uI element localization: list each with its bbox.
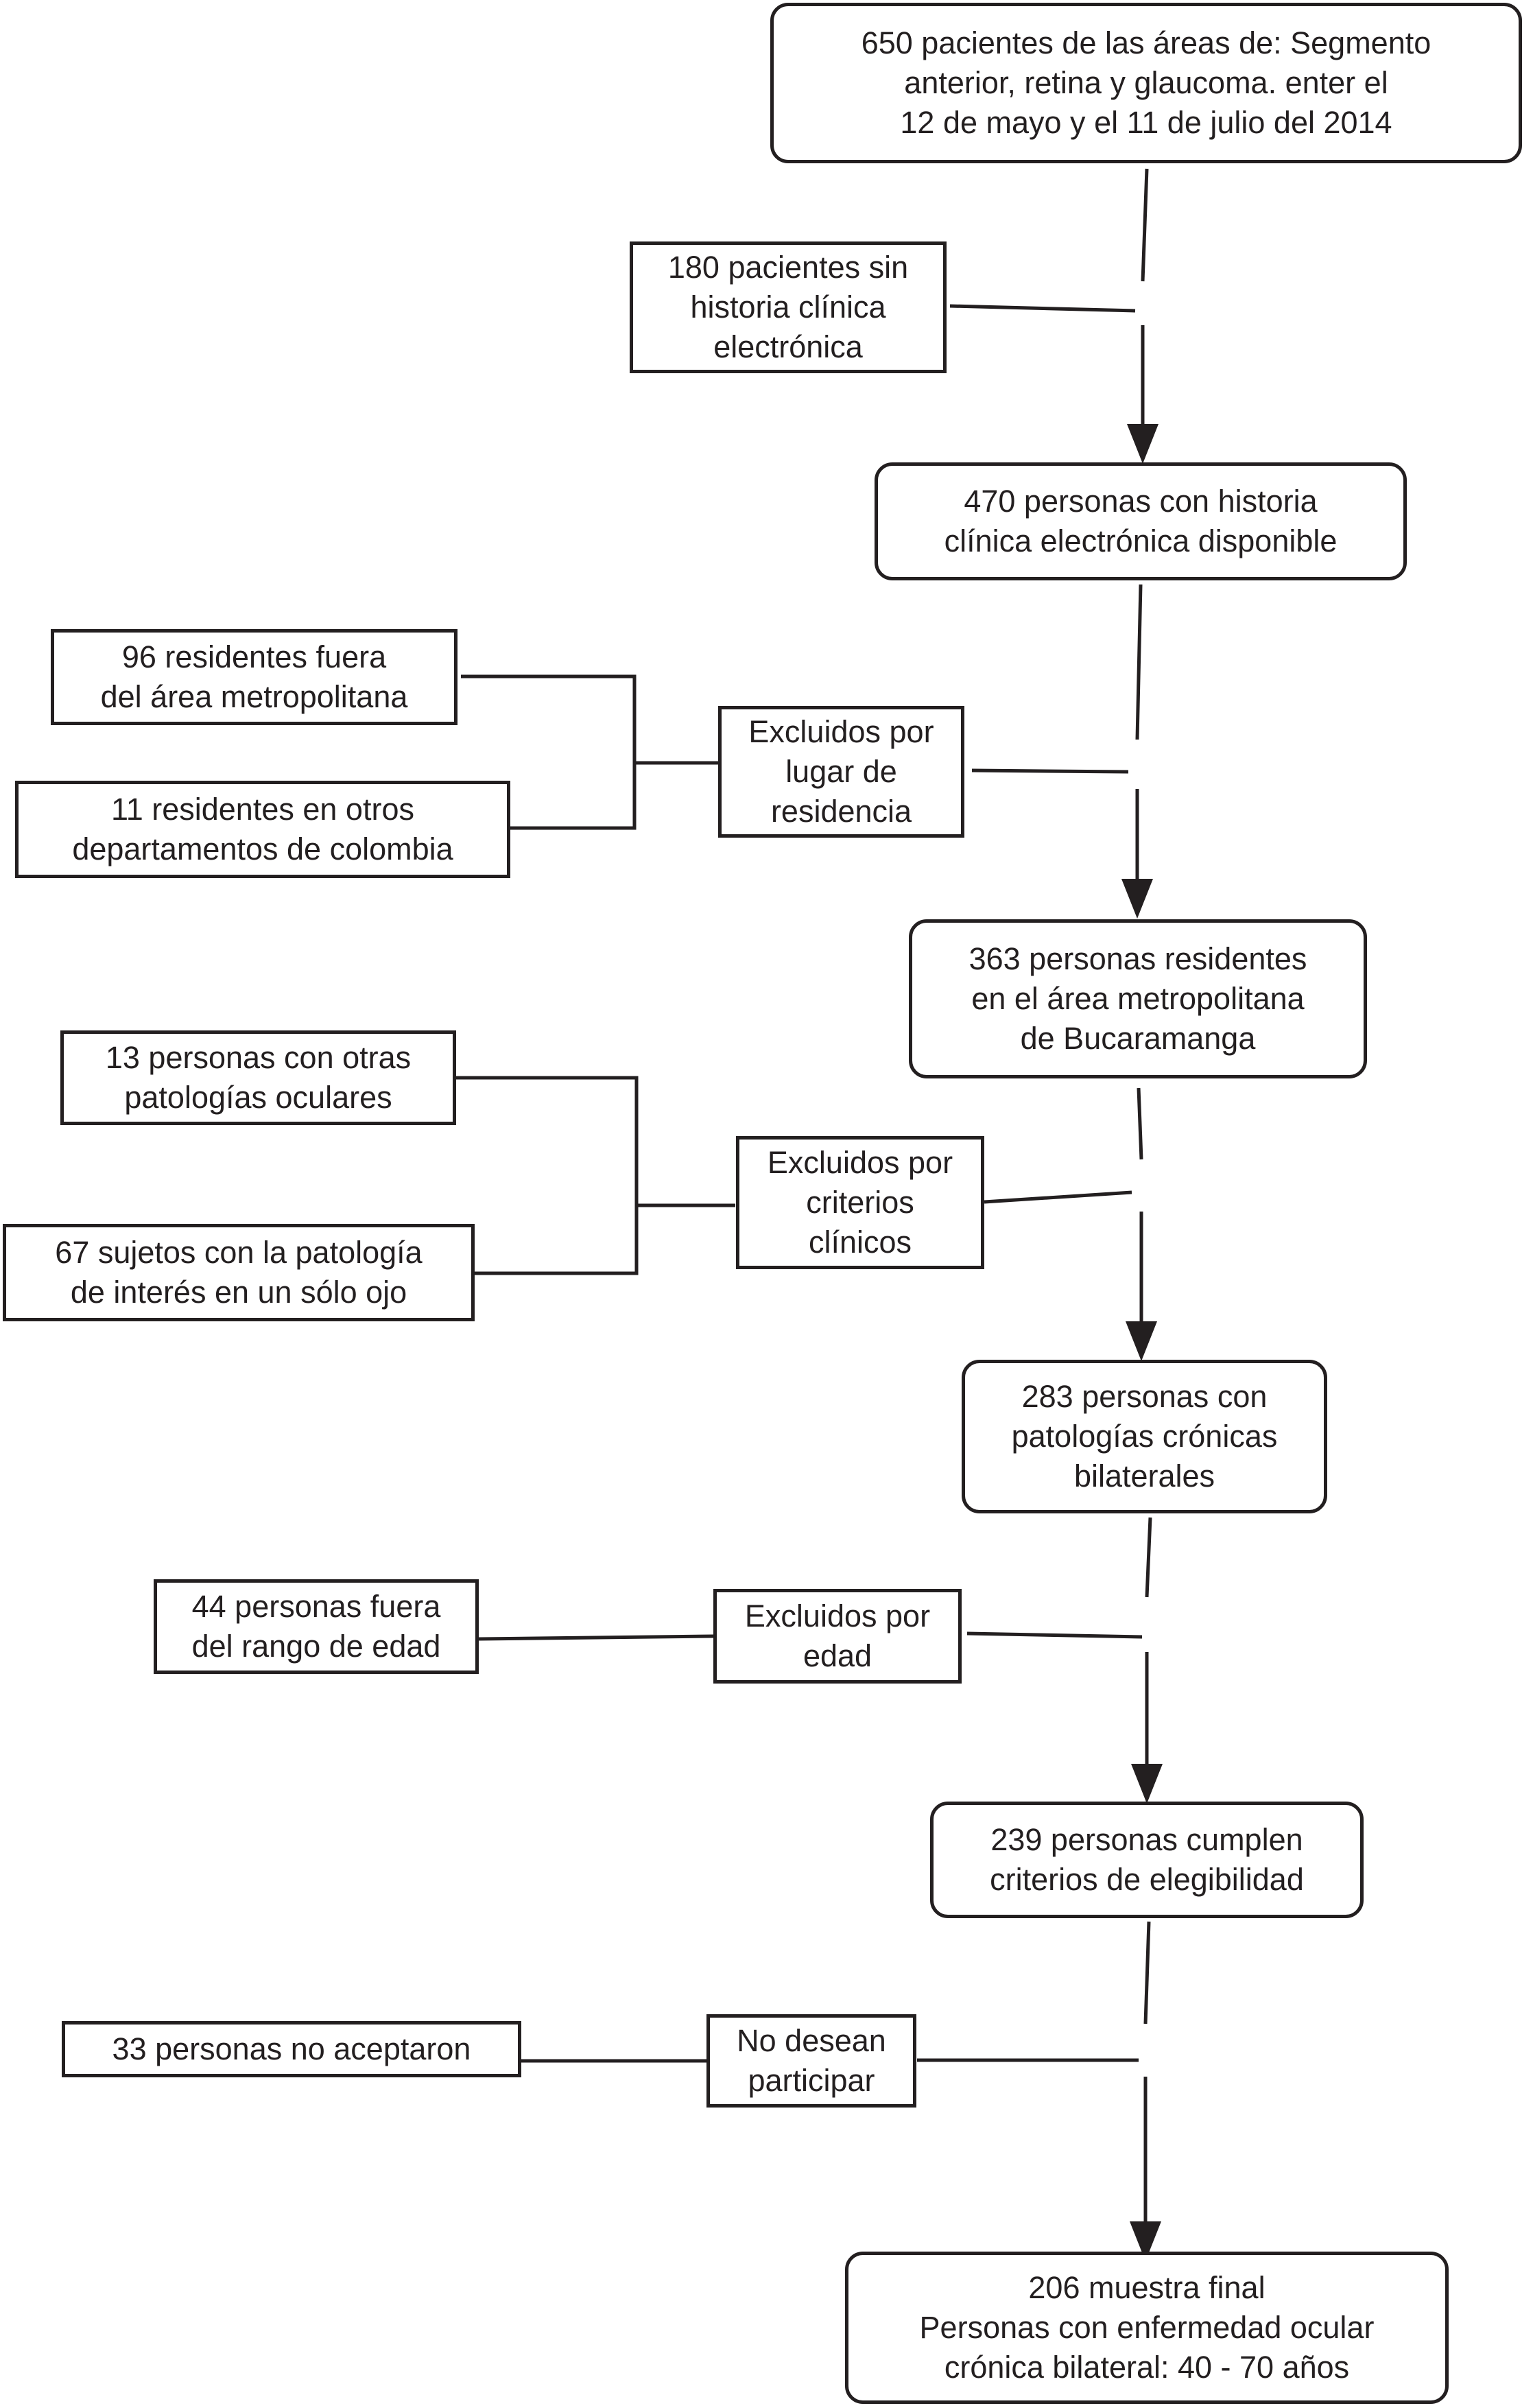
- node-text-line: Personas con enfermedad ocular: [919, 2310, 1375, 2345]
- exclusion-33-personas: 33 personas no aceptaron: [62, 2021, 521, 2077]
- detail-text-line: 11 residentes en otros: [111, 792, 414, 827]
- bracket-line: [461, 674, 637, 830]
- arrowhead-icon: [1126, 1321, 1157, 1361]
- bracket-line: [478, 1634, 714, 1641]
- node-text-line: 239 personas cumplen: [990, 1822, 1303, 1857]
- detail-text-line: del área metropolitana: [100, 679, 408, 714]
- exclusion-group-residencia: Excluidos por lugar de residencia: [718, 706, 964, 838]
- detail-text-line: de interés en un sólo ojo: [70, 1275, 407, 1310]
- detail-text-line: 44 personas fuera: [191, 1589, 441, 1624]
- group-text-line: Excluidos por: [744, 1598, 931, 1633]
- node-text-line: 650 pacientes de las áreas de: Segmento: [861, 25, 1431, 60]
- node-text-line: 470 personas con historia: [964, 484, 1318, 519]
- node-text-line: 283 personas con: [1021, 1379, 1268, 1414]
- detail-text-line: 96 residentes fuera: [121, 639, 387, 674]
- detail-text-line: 13 personas con otras: [105, 1040, 412, 1075]
- node-text-line: 363 personas residentes: [968, 941, 1307, 976]
- arrowhead-icon: [1121, 879, 1153, 919]
- flow-line: [1143, 1921, 1151, 2025]
- detail-text-line: 67 sujetos con la patología: [55, 1235, 423, 1270]
- node-text-line: 206 muestra final: [1028, 2270, 1265, 2305]
- branch-line: [971, 768, 1129, 774]
- flow-line: [1137, 1087, 1143, 1160]
- bracket-line: [456, 1076, 639, 1275]
- node-text-line: clínica electrónica disponible: [944, 523, 1338, 558]
- flow-line: [1145, 1517, 1152, 1598]
- detail-text-line: electrónica: [713, 329, 863, 364]
- exclusion-44-personas: 44 personas fuera del rango de edad: [154, 1579, 479, 1674]
- arrowhead-icon: [1127, 424, 1158, 464]
- node-text-line: 12 de mayo y el 11 de julio del 2014: [900, 105, 1392, 140]
- node-text-line: bilaterales: [1073, 1459, 1215, 1494]
- exclusion-67-sujetos: 67 sujetos con la patología de interés e…: [3, 1224, 475, 1321]
- node-text-line: patologías crónicas: [1011, 1419, 1278, 1454]
- exclusion-13-personas: 13 personas con otras patologías oculare…: [60, 1030, 456, 1125]
- node-206-muestra-final: 206 muestra final Personas con enfermeda…: [845, 2252, 1449, 2404]
- detail-text-line: del rango de edad: [191, 1629, 441, 1664]
- group-text-line: lugar de: [785, 754, 897, 789]
- node-239-personas: 239 personas cumplen criterios de elegib…: [930, 1802, 1364, 1918]
- exclusion-group-edad: Excluidos por edad: [713, 1589, 962, 1684]
- detail-text-line: 180 pacientes sin: [667, 250, 909, 285]
- node-text-line: de Bucaramanga: [1020, 1021, 1256, 1056]
- node-text-line: en el área metropolitana: [971, 981, 1305, 1016]
- flow-line: [1141, 168, 1149, 282]
- arrowhead-icon: [1131, 1764, 1163, 1804]
- exclusion-11-residentes: 11 residentes en otros departamentos de …: [15, 781, 510, 878]
- node-363-personas: 363 personas residentes en el área metro…: [909, 919, 1367, 1078]
- node-text-line: criterios de elegibilidad: [990, 1862, 1304, 1897]
- detail-text-line: patologías oculares: [124, 1080, 392, 1115]
- node-470-personas: 470 personas con historia clínica electr…: [875, 462, 1407, 580]
- exclusion-96-residentes: 96 residentes fuera del área metropolita…: [51, 629, 457, 725]
- group-text-line: Excluidos por: [748, 714, 934, 749]
- flow-line: [1135, 584, 1143, 740]
- group-text-line: participar: [748, 2063, 875, 2098]
- branch-line: [949, 304, 1136, 313]
- node-text-line: anterior, retina y glaucoma. enter el: [904, 65, 1388, 100]
- group-text-line: No desean: [737, 2023, 886, 2058]
- exclusion-group-clinicos: Excluidos por criterios clínicos: [736, 1136, 984, 1269]
- detail-text-line: 33 personas no aceptaron: [112, 2031, 471, 2066]
- exclusion-180-pacientes: 180 pacientes sin historia clínica elect…: [630, 241, 947, 373]
- branch-line: [966, 1631, 1143, 1639]
- group-text-line: clínicos: [808, 1225, 912, 1260]
- group-text-line: Excluidos por: [767, 1145, 953, 1180]
- exclusion-group-participar: No desean participar: [706, 2014, 916, 2108]
- detail-text-line: historia clínica: [690, 290, 886, 324]
- node-283-personas: 283 personas con patologías crónicas bil…: [962, 1360, 1327, 1513]
- group-text-line: edad: [803, 1638, 872, 1673]
- detail-text-line: departamentos de colombia: [72, 831, 453, 866]
- node-text-line: crónica bilateral: 40 - 70 años: [944, 2350, 1350, 2385]
- branch-line: [984, 1190, 1132, 1204]
- group-text-line: residencia: [770, 794, 912, 829]
- group-text-line: criterios: [806, 1185, 914, 1220]
- node-650-pacientes: 650 pacientes de las áreas de: Segmento …: [770, 3, 1522, 163]
- arrowhead-icon: [1130, 2221, 1161, 2261]
